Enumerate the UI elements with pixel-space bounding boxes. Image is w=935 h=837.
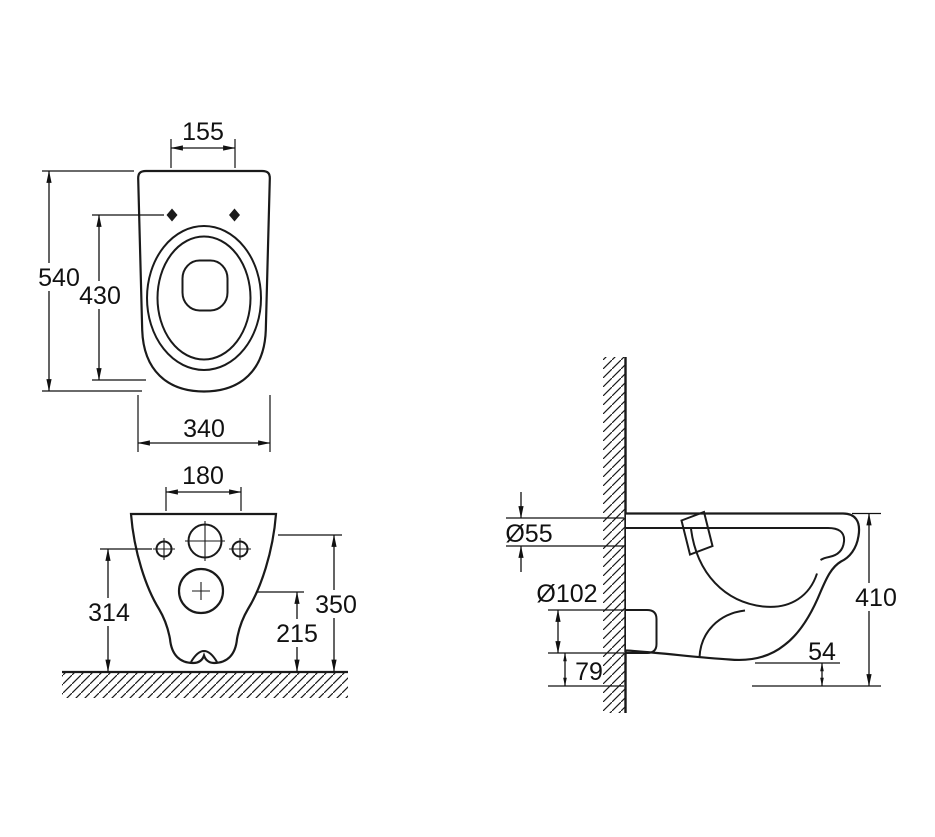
dim-430-label: 430 (79, 282, 121, 310)
dim-410-label: 410 (855, 584, 897, 612)
side-view: Ø55 Ø102 79 410 54 (505, 357, 900, 713)
rim-inner-line (626, 527, 846, 561)
seat-outer-ring (146, 225, 262, 371)
top-view: 155 540 430 340 (35, 118, 271, 452)
dim-d102-label: Ø102 (536, 580, 597, 608)
wall-hatching (603, 357, 626, 713)
dim-350-label: 350 (315, 591, 357, 619)
toilet-plan-outline (137, 169, 271, 393)
dim-180-label: 180 (182, 462, 224, 490)
dim-54-label: 54 (808, 638, 836, 666)
dim-215-label: 215 (276, 620, 318, 648)
outlet-pipe-stub (626, 609, 658, 654)
trap-side-line (698, 609, 746, 658)
dim-d55-label: Ø55 (505, 520, 552, 548)
dim-155-label: 155 (182, 118, 224, 146)
trap-front-arc (190, 650, 218, 663)
front-view: 180 314 215 350 (62, 462, 360, 698)
water-surface-outline (181, 259, 229, 312)
flush-valve-shape (680, 510, 714, 556)
dim-79-label: 79 (575, 658, 603, 686)
dim-340-label: 340 (183, 415, 225, 443)
dim-540-label: 540 (38, 264, 80, 292)
fixing-mark-right (229, 208, 240, 222)
bowl-cavity-line (690, 528, 818, 608)
toilet-side-outline (625, 512, 861, 662)
seat-inner-ring (156, 235, 252, 361)
fixing-mark-left (166, 208, 178, 222)
dim-314-label: 314 (88, 599, 130, 627)
floor-hatching (62, 673, 348, 698)
